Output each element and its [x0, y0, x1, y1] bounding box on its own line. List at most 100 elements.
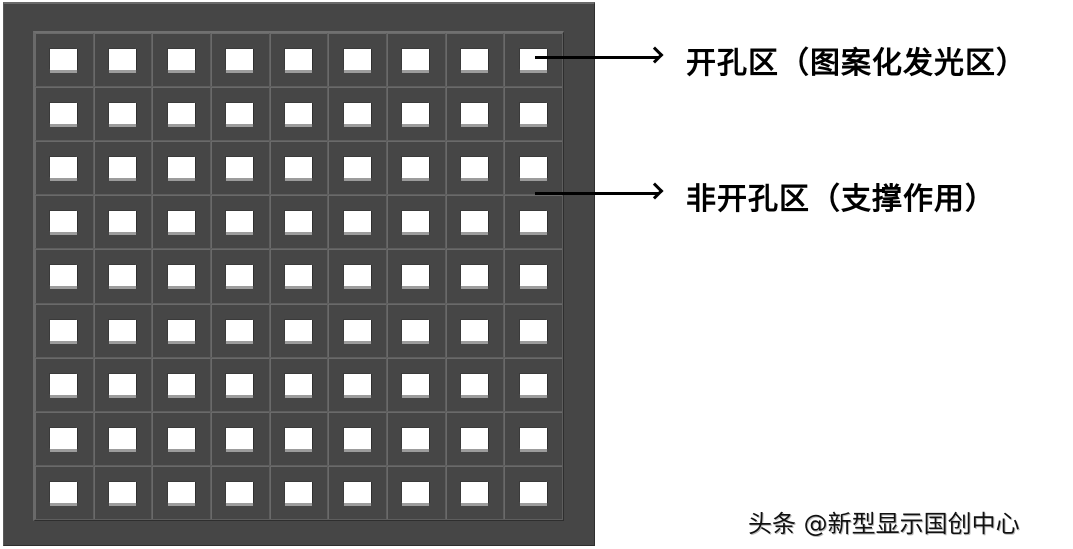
grid-cell: [328, 249, 387, 304]
grid-cell: [445, 87, 505, 142]
aperture-hole: [50, 211, 78, 233]
grid-cell: [269, 33, 329, 88]
grid-cell: [152, 87, 211, 142]
grid-cell: [93, 249, 153, 304]
aperture-hole: [108, 103, 136, 125]
aperture-hole: [519, 319, 547, 341]
grid-cell: [504, 141, 563, 196]
grid-cell: [387, 195, 446, 250]
aperture-hole: [226, 103, 254, 125]
grid-cell: [387, 357, 446, 412]
grid-cell: [445, 249, 505, 304]
grid-cell: [35, 141, 94, 196]
grid-cell: [445, 411, 505, 466]
grid-cell: [35, 195, 94, 250]
aperture-hole: [284, 157, 312, 179]
grid-cell: [211, 303, 270, 358]
grid-cell: [387, 141, 446, 196]
grid-cell: [328, 303, 387, 358]
aperture-hole: [167, 157, 195, 179]
watermark: 头条 @新型显示国创中心: [748, 510, 1020, 538]
grid-cell: [269, 357, 329, 412]
grid-cell: [93, 357, 153, 412]
arrow-aperture: [535, 46, 664, 64]
aperture-hole: [402, 157, 430, 179]
label-support-area: 非开孔区（支撑作用）: [686, 182, 996, 217]
aperture-hole: [519, 49, 547, 71]
grid-cell: [152, 249, 211, 304]
aperture-hole: [284, 373, 312, 395]
aperture-hole: [50, 157, 78, 179]
aperture-hole: [226, 319, 254, 341]
grid-cell: [93, 303, 153, 358]
grid-cell: [269, 249, 329, 304]
aperture-hole: [519, 211, 547, 233]
aperture-hole: [402, 211, 430, 233]
grid-cell: [35, 465, 94, 520]
grid-cell: [93, 33, 153, 88]
grid-cell: [269, 195, 329, 250]
aperture-hole: [402, 103, 430, 125]
aperture-hole: [460, 157, 488, 179]
grid-cell: [211, 141, 270, 196]
aperture-hole: [167, 211, 195, 233]
grid-cell: [328, 195, 387, 250]
grid-cell: [504, 33, 563, 88]
aperture-hole: [50, 481, 78, 503]
aperture-hole: [284, 265, 312, 287]
aperture-hole: [460, 265, 488, 287]
aperture-hole: [108, 265, 136, 287]
aperture-hole: [226, 373, 254, 395]
grid-cell: [269, 141, 329, 196]
grid-cell: [269, 465, 329, 520]
grid-cell: [504, 249, 563, 304]
aperture-hole: [108, 427, 136, 449]
aperture-hole: [284, 49, 312, 71]
grid-cell: [328, 33, 387, 88]
aperture-hole: [402, 265, 430, 287]
aperture-hole: [519, 157, 547, 179]
aperture-hole: [50, 427, 78, 449]
grid-cell: [445, 465, 505, 520]
aperture-hole: [50, 265, 78, 287]
aperture-hole: [519, 265, 547, 287]
grid-cell: [328, 141, 387, 196]
grid-cell: [504, 87, 563, 142]
aperture-hole: [343, 265, 371, 287]
grid-cell: [211, 249, 270, 304]
aperture-hole: [226, 265, 254, 287]
aperture-hole: [108, 49, 136, 71]
grid-cell: [504, 195, 563, 250]
aperture-hole: [50, 49, 78, 71]
aperture-hole: [402, 319, 430, 341]
aperture-hole: [343, 49, 371, 71]
aperture-hole: [402, 427, 430, 449]
aperture-hole: [167, 427, 195, 449]
grid-cell: [35, 33, 94, 88]
aperture-hole: [167, 103, 195, 125]
grid-cell: [152, 141, 211, 196]
aperture-hole: [167, 481, 195, 503]
grid-cell: [152, 33, 211, 88]
aperture-hole: [284, 427, 312, 449]
aperture-hole: [226, 49, 254, 71]
aperture-hole: [460, 427, 488, 449]
aperture-hole: [343, 211, 371, 233]
grid-cell: [504, 411, 563, 466]
aperture-hole: [519, 427, 547, 449]
grid-cell: [328, 357, 387, 412]
aperture-hole: [167, 49, 195, 71]
grid-cell: [93, 411, 153, 466]
aperture-hole: [343, 103, 371, 125]
aperture-hole: [460, 481, 488, 503]
aperture-hole: [226, 481, 254, 503]
aperture-hole: [343, 481, 371, 503]
grid-cell: [387, 465, 446, 520]
aperture-grid: [33, 31, 564, 521]
grid-cell: [211, 87, 270, 142]
aperture-hole: [519, 103, 547, 125]
grid-cell: [152, 465, 211, 520]
aperture-hole: [402, 481, 430, 503]
grid-cell: [269, 87, 329, 142]
aperture-hole: [402, 373, 430, 395]
